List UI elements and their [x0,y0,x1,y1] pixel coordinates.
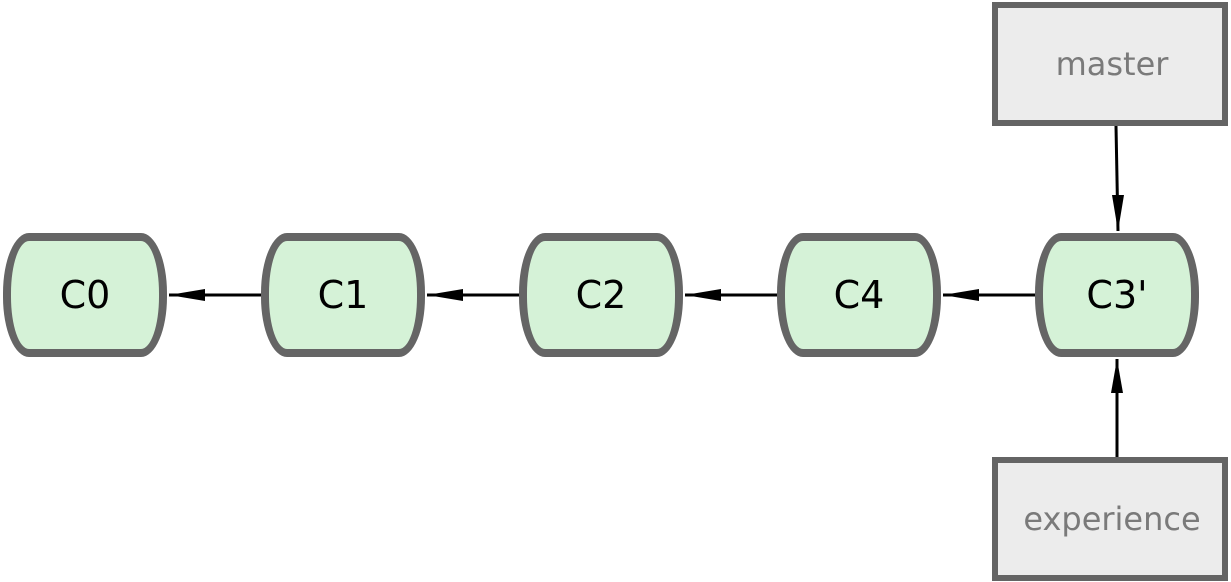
arrowhead-c2 [685,289,721,301]
arrowhead-experience [1111,359,1123,393]
arrowhead-master [1112,195,1124,231]
arrowhead-c0 [169,289,205,301]
commit-node-c2: C2 [519,233,683,357]
branch-label-master: master [1055,45,1169,83]
commit-label: C2 [575,273,627,317]
commit-label: C0 [59,273,111,317]
branch-ref-experience: experience [992,457,1228,581]
commit-node-c3-prime: C3' [1035,233,1199,357]
arrowhead-c1 [427,289,463,301]
commit-node-c1: C1 [261,233,425,357]
commit-label: C4 [833,273,885,317]
commit-label: C3' [1086,273,1148,317]
branch-label-experience: experience [1023,500,1201,538]
arrowhead-c4 [943,289,979,301]
branch-ref-master: master [992,2,1228,126]
commit-node-c4: C4 [777,233,941,357]
commit-node-c0: C0 [3,233,167,357]
commit-label: C1 [317,273,369,317]
